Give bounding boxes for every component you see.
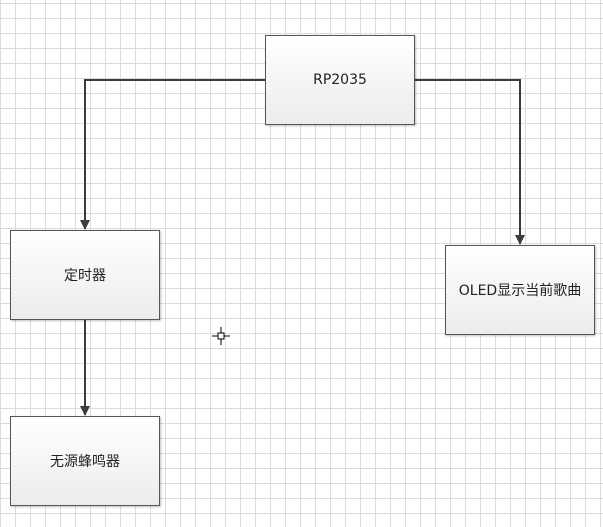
node-passive-buzzer[interactable]: 无源蜂鸣器 [10, 416, 160, 506]
node-oled-display-label: OLED显示当前歌曲 [458, 283, 582, 299]
connector-rp2035-to-oled[interactable] [415, 79, 525, 245]
connector-rp2035-to-timer[interactable] [80, 79, 265, 230]
crosshair-move-icon [212, 327, 230, 345]
node-timer[interactable]: 定时器 [10, 230, 160, 320]
node-rp2035[interactable]: RP2035 [265, 35, 415, 125]
node-rp2035-label: RP2035 [313, 72, 367, 88]
node-timer-label: 定时器 [64, 268, 106, 284]
node-passive-buzzer-label: 无源蜂鸣器 [50, 454, 120, 470]
node-oled-display[interactable]: OLED显示当前歌曲 [445, 245, 595, 335]
